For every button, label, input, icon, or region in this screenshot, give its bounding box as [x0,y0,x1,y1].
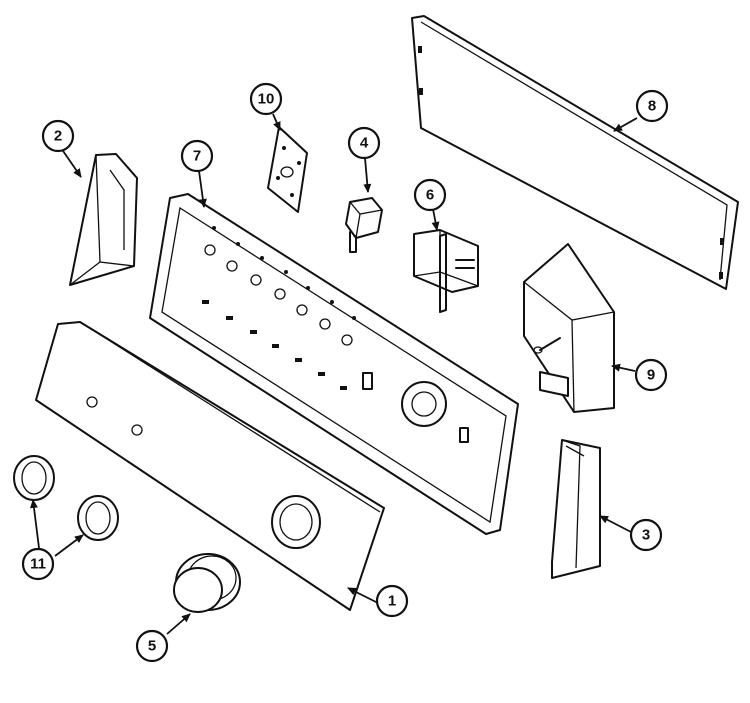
part-left-end-cap [69,153,138,286]
part-rotary-switch [413,229,479,313]
callout-1: 1 [375,584,409,618]
callout-7: 7 [180,139,214,173]
callout-4: 4 [347,126,381,160]
callout-9: 9 [634,358,668,392]
part-small-knobs [13,455,119,541]
callout-2-label: 2 [54,128,62,145]
part-switch [345,197,383,253]
part-front-panel [35,321,385,611]
callout-9-label: 9 [647,367,655,384]
part-right-end-cap [551,439,601,579]
part-timer-box [523,243,615,413]
callout-8-label: 8 [648,98,656,115]
part-rear-panel [411,15,739,290]
part-console-frame [149,193,519,535]
callout-2: 2 [41,119,75,153]
callout-5-label: 5 [148,638,156,655]
callout-11-label: 11 [30,556,46,573]
callout-6: 6 [413,178,447,212]
callout-3: 3 [629,518,663,552]
callout-8: 8 [635,89,669,123]
callout-10-label: 10 [258,91,275,108]
leader-lines [30,113,638,635]
callout-3-label: 3 [642,527,650,544]
part-bracket [267,126,308,213]
callout-4-label: 4 [360,135,369,152]
callout-11: 11 [21,547,55,581]
callout-7-label: 7 [193,148,201,165]
callout-5: 5 [135,629,169,663]
callout-1-label: 1 [388,593,396,610]
part-large-knob [173,553,241,613]
callout-10: 10 [249,82,283,116]
callout-6-label: 6 [426,187,434,204]
